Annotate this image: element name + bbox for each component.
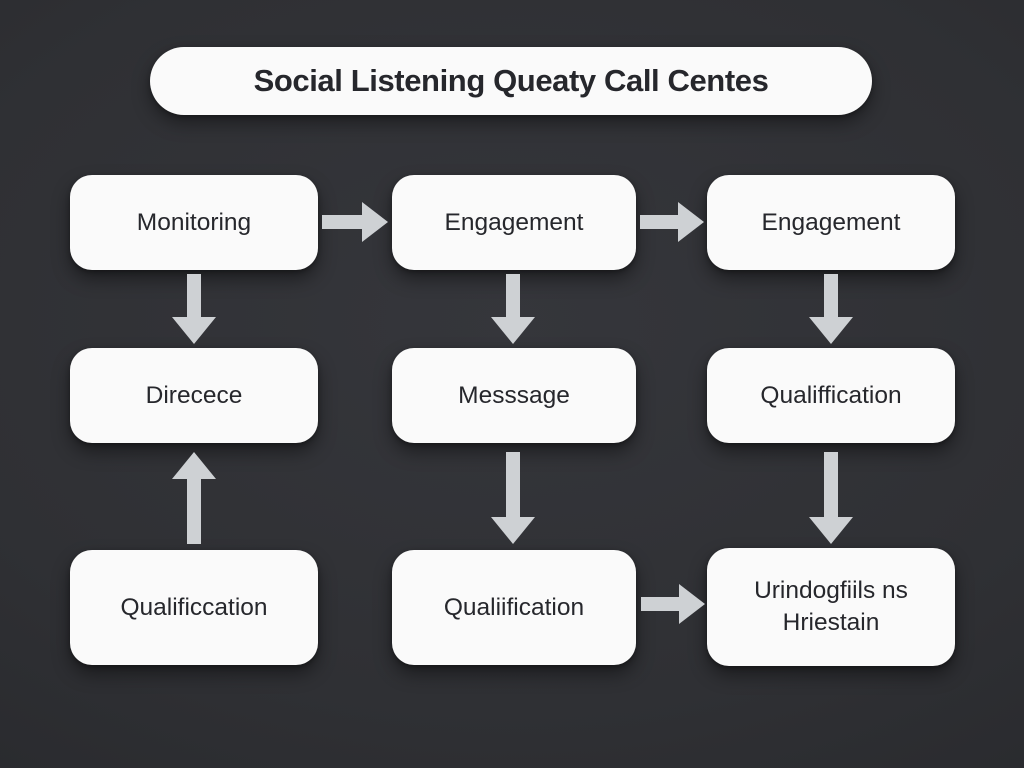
node-label: Monitoring bbox=[136, 208, 252, 236]
arrow-engagement-1-to-engagement-2 bbox=[640, 202, 704, 242]
node-label: Qualificcation bbox=[120, 593, 268, 621]
arrow-shaft bbox=[824, 274, 838, 320]
arrow-head bbox=[678, 202, 704, 242]
arrow-monitoring-to-direcece bbox=[172, 274, 216, 344]
node-label: Engagement bbox=[444, 208, 584, 236]
arrow-monitoring-to-engagement-1 bbox=[322, 202, 388, 242]
arrow-messsage-to-qualiification bbox=[491, 452, 535, 544]
arrow-head bbox=[491, 517, 535, 544]
arrow-shaft bbox=[640, 215, 680, 229]
node-qualiffication: Qualiffication bbox=[707, 348, 955, 443]
node-label: Messsage bbox=[458, 381, 570, 409]
diagram-title-pill: Social Listening Queaty Call Centes bbox=[150, 47, 872, 115]
arrow-qualiification-to-urindogfiils bbox=[641, 584, 705, 624]
arrow-head bbox=[362, 202, 388, 242]
node-monitoring: Monitoring bbox=[70, 175, 318, 270]
arrow-shaft bbox=[187, 274, 201, 320]
diagram-title: Social Listening Queaty Call Centes bbox=[253, 63, 769, 98]
node-urindogfiils-hriestain: Urindogfiils ns Hriestain bbox=[707, 548, 955, 666]
arrow-head bbox=[491, 317, 535, 344]
arrow-shaft bbox=[824, 452, 838, 520]
node-direcece: Direcece bbox=[70, 348, 318, 443]
arrow-shaft bbox=[187, 476, 201, 544]
arrow-engagement-2-to-qualiffication bbox=[809, 274, 853, 344]
node-messsage: Messsage bbox=[392, 348, 636, 443]
arrow-head bbox=[172, 452, 216, 479]
arrow-shaft bbox=[322, 215, 364, 229]
arrow-head bbox=[172, 317, 216, 344]
node-qualiification: Qualiification bbox=[392, 550, 636, 665]
node-engagement-1: Engagement bbox=[392, 175, 636, 270]
node-label: Qualiffication bbox=[760, 381, 902, 409]
arrow-qualiffication-to-urindogfiils bbox=[809, 452, 853, 544]
node-label: Engagement bbox=[761, 208, 901, 236]
node-engagement-2: Engagement bbox=[707, 175, 955, 270]
node-label: Direcece bbox=[145, 381, 243, 409]
arrow-head bbox=[679, 584, 705, 624]
arrow-head bbox=[809, 517, 853, 544]
arrow-shaft bbox=[506, 274, 520, 320]
node-qualificcation: Qualificcation bbox=[70, 550, 318, 665]
arrow-head bbox=[809, 317, 853, 344]
arrow-qualificcation-to-direcece bbox=[172, 452, 216, 544]
node-label: Qualiification bbox=[443, 593, 585, 621]
node-label: Urindogfiils ns Hriestain bbox=[754, 577, 908, 636]
arrow-engagement-1-to-messsage bbox=[491, 274, 535, 344]
arrow-shaft bbox=[506, 452, 520, 520]
arrow-shaft bbox=[641, 597, 681, 611]
